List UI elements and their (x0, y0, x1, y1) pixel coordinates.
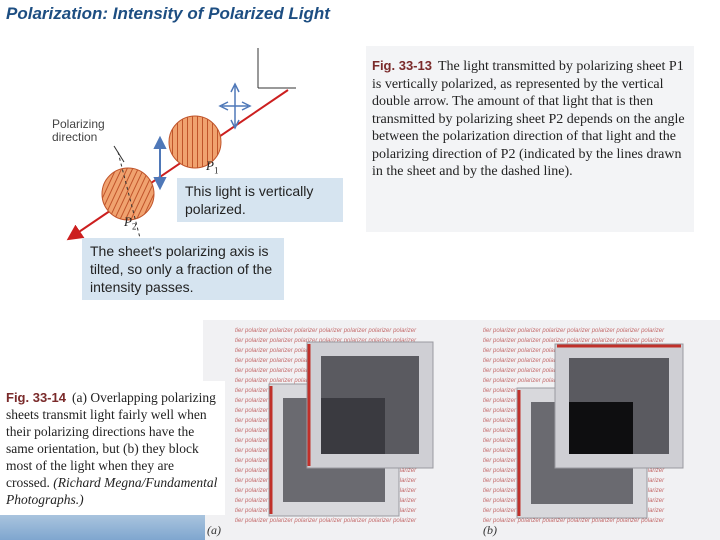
photo-panel-a: tier polarizer polarizer polarizer polar… (235, 326, 463, 532)
fig-33-14-tag: Fig. 33-14 (6, 390, 66, 405)
sheet-p2-subscript: 2 (131, 221, 137, 232)
fig-33-13-tag: Fig. 33-13 (372, 58, 432, 73)
fig-33-14-caption: Fig. 33-14(a) Overlapping polarizing she… (0, 381, 225, 515)
polarizer-sheet-p1 (168, 115, 222, 169)
background-text-line: tier polarizer polarizer polarizer polar… (483, 518, 665, 524)
background-text-line: tier polarizer polarizer polarizer polar… (483, 338, 665, 344)
callout-vertically-polarized: This light is vertically polarized. (177, 178, 343, 222)
footer-band (0, 515, 205, 540)
crossed-overlap-dark (569, 402, 633, 454)
sheet-p1-subscript: 1 (213, 165, 219, 176)
photo-credit: (Richard Megna/Fundamental Photographs.) (6, 475, 218, 507)
panel-b-label: (b) (483, 523, 497, 537)
polarizer-sheet-p2 (101, 167, 155, 221)
polarizing-direction-label: Polarizing direction (52, 117, 105, 144)
label-pointer (113, 145, 125, 163)
aligned-polarizers-svg (268, 341, 434, 517)
background-text-line: tier polarizer polarizer polarizer polar… (483, 328, 665, 334)
overlap-region (321, 398, 385, 454)
sheet-p1-label: P1 (206, 158, 218, 176)
background-text-line: tier polarizer polarizer polarizer polar… (235, 518, 417, 524)
fig-33-14-caption-text: (a) Overlapping polarizing sheets transm… (6, 390, 216, 490)
vertical-polarization-arrow (153, 135, 167, 191)
incident-polarization-arrows (218, 82, 252, 130)
panel-a-label: (a) (207, 523, 221, 537)
sheet-p2-letter: P (124, 214, 132, 229)
sheet-p1-letter: P (206, 158, 214, 173)
photo-panel-b: tier polarizer polarizer polarizer polar… (483, 326, 717, 532)
slide-title: Polarization: Intensity of Polarized Lig… (6, 4, 330, 23)
light-beam (66, 89, 289, 241)
fig-33-13-diagram: Polarizing direction P1 P2 This light is… (40, 42, 343, 300)
polarizing-direction-dashed (117, 151, 141, 239)
callout-tilted-axis: The sheet's polarizing axis is tilted, s… (82, 238, 284, 300)
fig-33-14-photo: tier polarizer polarizer polarizer polar… (203, 320, 720, 540)
background-text-line: tier polarizer polarizer polarizer polar… (235, 338, 417, 344)
fig-33-13-caption-text: The light transmitted by polarizing shee… (372, 59, 685, 179)
crossed-polarizers-svg (516, 343, 684, 519)
background-text-line: tier polarizer polarizer polarizer polar… (235, 328, 417, 334)
sheet-p2-label: P2 (124, 214, 136, 232)
polarization-diagram-svg (66, 48, 296, 241)
